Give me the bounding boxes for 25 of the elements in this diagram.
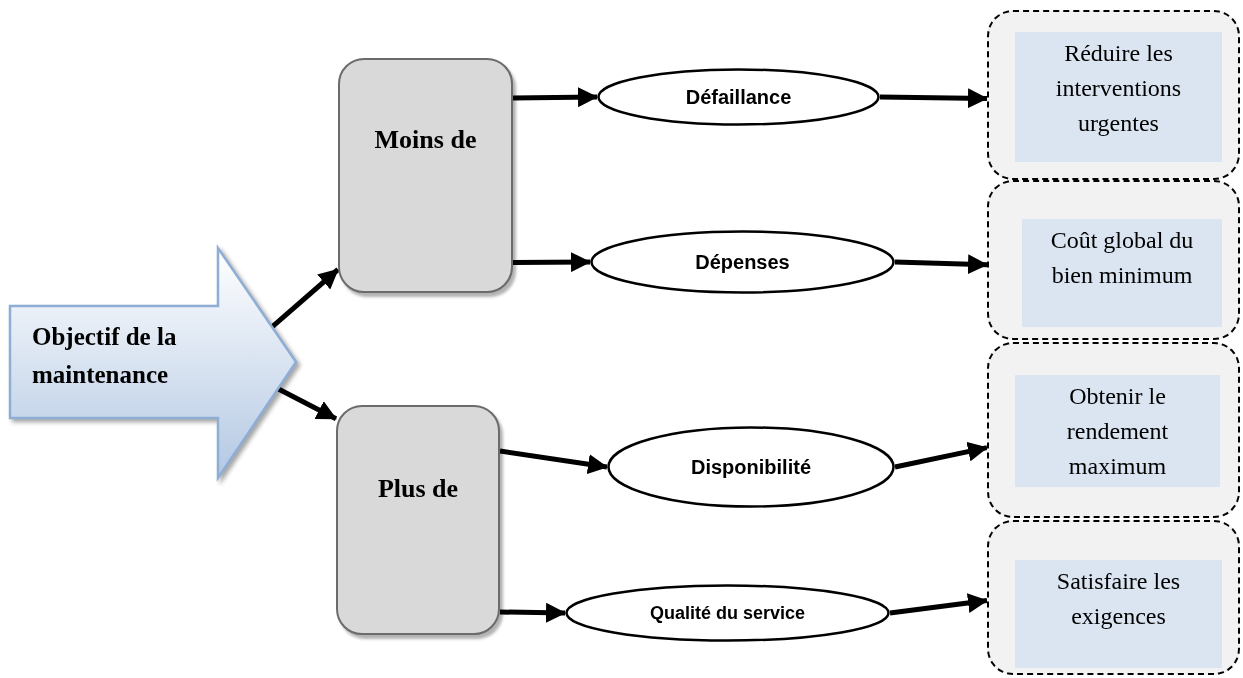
goal-text: Coût global du bien minimum — [1049, 226, 1195, 290]
arrow — [513, 252, 591, 273]
dashed-group-frame — [987, 342, 1240, 518]
arrow — [499, 602, 566, 623]
ellipse-label: Disponibilité — [690, 455, 812, 479]
goal-text: Satisfaire les exigences — [1055, 567, 1182, 631]
box-label: Moins de — [373, 124, 478, 156]
dashed-group-frame — [987, 520, 1240, 675]
goal-text: Obtenir le rendement maximum — [1065, 382, 1170, 481]
arrow — [889, 593, 988, 616]
rounded-box — [338, 58, 513, 293]
dashed-group-frame — [987, 180, 1240, 340]
arrow — [512, 87, 598, 108]
rounded-box — [336, 405, 500, 635]
arrow — [894, 254, 988, 275]
box-label: Plus de — [376, 473, 460, 505]
goal-text: Réduire les interventions urgentes — [1054, 39, 1183, 138]
ellipse-label: Dépenses — [694, 250, 791, 274]
ellipse-label: Qualité du service — [648, 602, 807, 624]
arrow-label: Objectif de la maintenance — [32, 322, 178, 390]
arrow — [894, 441, 988, 470]
arrow — [499, 448, 608, 475]
dashed-group-frame — [987, 10, 1240, 180]
arrow — [879, 88, 988, 109]
ellipse-label: Défaillance — [684, 85, 793, 109]
